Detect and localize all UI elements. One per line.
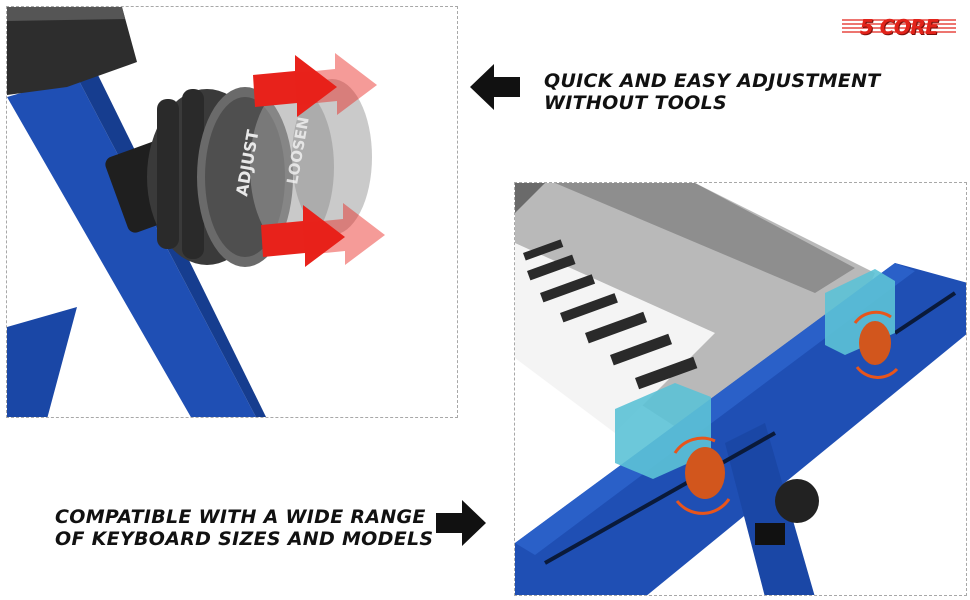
brand-logo: 5 CORE — [838, 14, 960, 40]
frame-leg — [7, 77, 256, 417]
stand-leg — [725, 423, 815, 595]
caption-line: QUICK AND EASY ADJUSTMENT — [544, 70, 881, 92]
arrow-left-icon — [470, 64, 520, 110]
feature-caption-adjustment: QUICK AND EASY ADJUSTMENT WITHOUT TOOLS — [544, 70, 881, 114]
pull-arrow-icon — [261, 203, 385, 267]
side-knob — [775, 479, 819, 523]
frame-leg-lower — [7, 307, 77, 417]
knob-illustration: ADJUST LOOSEN — [7, 7, 385, 417]
rotate-arrow-icon — [673, 310, 899, 515]
arrow-right-icon — [436, 500, 486, 546]
logo-stripes-icon — [842, 19, 956, 33]
keyboard-photo-panel — [514, 182, 967, 596]
knob-photo-panel: ADJUST LOOSEN — [6, 6, 458, 418]
clamp-knob — [685, 447, 725, 499]
frame-top-cap — [7, 7, 137, 95]
keyboard-illustration — [515, 183, 966, 595]
logo-text: 5 CORE — [859, 15, 939, 39]
caption-line: WITHOUT TOOLS — [544, 92, 727, 114]
knob-ghost-face — [250, 85, 334, 249]
caption-line: COMPATIBLE WITH A WIDE RANGE — [55, 506, 426, 528]
caption-line: OF KEYBOARD SIZES AND MODELS — [55, 528, 434, 550]
clamp-knob — [859, 321, 891, 365]
feature-caption-compatibility: COMPATIBLE WITH A WIDE RANGE OF KEYBOARD… — [55, 506, 433, 550]
keyboard-clip — [615, 383, 711, 479]
pull-arrow-icon — [253, 53, 377, 117]
